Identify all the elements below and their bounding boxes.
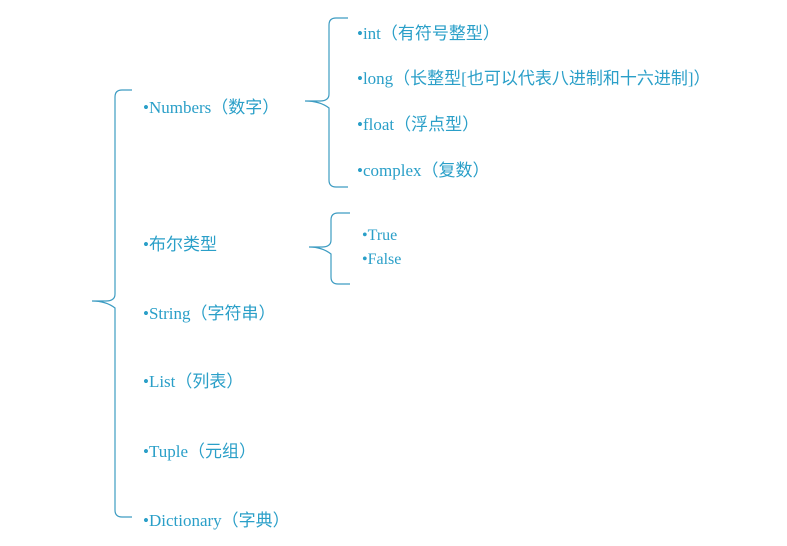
bool-bracket [308,212,350,285]
subtype-complex: •complex（复数） [357,161,490,180]
category-string: •String（字符串） [143,304,276,323]
bool-true: •True [362,227,398,244]
subtype-int: •int（有符号整型） [357,24,500,43]
category-list: •List（列表） [143,372,244,391]
category-boolean: •布尔类型 [143,235,217,254]
main-bracket [91,89,132,518]
category-numbers: •Numbers（数字） [143,98,280,117]
category-dictionary: •Dictionary（字典） [143,511,290,530]
subtype-long: •long（长整型[也可以代表八进制和十六进制]） [357,69,711,88]
category-tuple: •Tuple（元组） [143,442,257,461]
numbers-bracket [304,17,348,188]
bool-false: •False [362,251,402,268]
subtype-float: •float（浮点型） [357,115,480,134]
